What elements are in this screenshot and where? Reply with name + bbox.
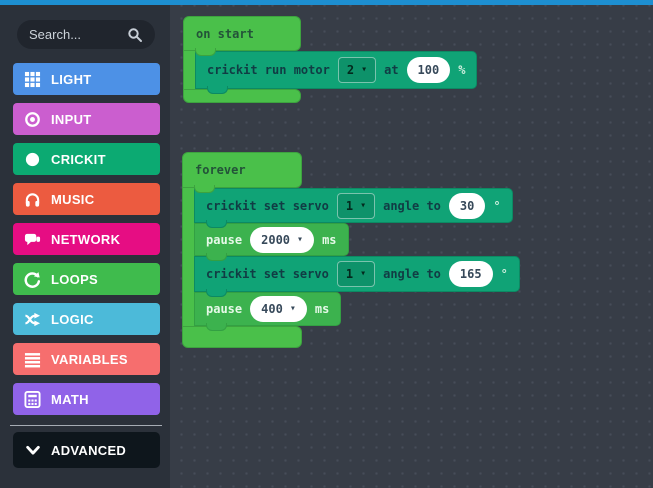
sidebar-item-label: NETWORK [51, 231, 121, 247]
on-start-spine [183, 49, 195, 90]
chevron-down-icon: ▾ [361, 64, 368, 75]
blocks-workspace[interactable]: on start crickit run motor 2 ▾ at 100 % … [170, 5, 653, 488]
dropdown-value: 1 [345, 198, 354, 213]
motor-number-dropdown[interactable]: 2 ▾ [337, 57, 377, 83]
pause-block[interactable]: pause 2000 ▾ ms [194, 223, 349, 261]
block-label: angle to [383, 198, 441, 213]
toolbox-sidebar: Search... LIGHT INPUT CRICKIT MUSIC NETW… [0, 5, 170, 488]
sidebar-item-advanced[interactable]: ADVANCED [13, 432, 160, 468]
search-input[interactable]: Search... [17, 20, 155, 49]
chevron-down-icon: ▾ [360, 268, 367, 279]
servo-angle-input[interactable]: 30 [448, 192, 486, 219]
block-label: crickit set servo [206, 267, 329, 281]
sidebar-item-label: INPUT [51, 111, 92, 127]
chevron-down-icon: ▾ [360, 199, 367, 211]
sidebar-item-label: LOGIC [51, 311, 94, 327]
shuffle-icon [23, 310, 41, 328]
unit-label: ° [500, 267, 508, 281]
calculator-icon [23, 390, 41, 408]
servo-number-dropdown[interactable]: 1 ▾ [336, 261, 376, 287]
sidebar-item-label: MATH [51, 391, 89, 407]
sidebar-item-label: MUSIC [51, 191, 95, 207]
sidebar-item-network[interactable]: NETWORK [13, 223, 160, 255]
sidebar-item-logic[interactable]: LOGIC [13, 303, 160, 335]
search-placeholder: Search... [29, 27, 82, 42]
servo-number-dropdown[interactable]: 1 ▾ [336, 192, 376, 219]
top-accent-bar [0, 0, 653, 5]
block-label: crickit run motor [207, 63, 330, 77]
dropdown-value: 1 [345, 267, 354, 281]
sidebar-item-label: LIGHT [51, 71, 92, 87]
servo-angle-input[interactable]: 165 [448, 261, 493, 287]
sidebar-item-loops[interactable]: LOOPS [13, 263, 160, 295]
loop-icon [23, 270, 41, 288]
sidebar-item-label: VARIABLES [51, 351, 128, 367]
pill-value: 100 [417, 63, 440, 77]
crickit-set-servo-block[interactable]: crickit set servo 1 ▾ angle to 30 ° [194, 188, 513, 228]
crickit-set-servo-block[interactable]: crickit set servo 1 ▾ angle to 165 ° [194, 256, 520, 297]
sidebar-item-variables[interactable]: VARIABLES [13, 343, 160, 375]
search-icon[interactable] [127, 27, 143, 43]
block-label: pause [206, 232, 243, 247]
dropdown-value: 2 [346, 63, 355, 77]
grid-icon [23, 70, 41, 88]
sidebar-item-music[interactable]: MUSIC [13, 183, 160, 215]
sidebar-item-input[interactable]: INPUT [13, 103, 160, 135]
motor-speed-input[interactable]: 100 [406, 57, 451, 83]
sidebar-item-label: ADVANCED [51, 442, 127, 458]
on-start-footer [183, 89, 301, 103]
block-label: forever [195, 163, 246, 177]
unit-label: ° [493, 198, 501, 213]
chevron-down-icon: ▾ [297, 233, 304, 245]
pause-block[interactable]: pause 400 ▾ ms [194, 292, 342, 331]
forever-spine [182, 186, 194, 326]
circle-icon [23, 150, 41, 168]
sidebar-item-crickit[interactable]: CRICKIT [13, 143, 160, 175]
unit-label: ms [322, 232, 337, 247]
on-start-block[interactable]: on start [183, 16, 301, 56]
block-label: pause [206, 302, 243, 316]
pause-duration-dropdown[interactable]: 2000 ▾ [250, 226, 315, 253]
chevron-down-icon: ▾ [289, 303, 296, 314]
unit-label: ms [314, 302, 330, 316]
crickit-run-motor-block[interactable]: crickit run motor 2 ▾ at 100 % [195, 51, 478, 94]
sidebar-item-math[interactable]: MATH [13, 383, 160, 415]
block-label: at [384, 63, 399, 77]
block-label: angle to [383, 267, 441, 281]
forever-footer [182, 326, 302, 348]
pill-value: 30 [459, 198, 475, 213]
sidebar-item-light[interactable]: LIGHT [13, 63, 160, 95]
sidebar-item-label: LOOPS [51, 271, 99, 287]
dropdown-value: 400 [261, 302, 283, 316]
pill-value: 165 [459, 267, 482, 281]
lines-icon [23, 350, 41, 368]
pause-duration-dropdown[interactable]: 400 ▾ [250, 296, 307, 322]
forever-block[interactable]: forever [182, 152, 302, 193]
headphones-icon [23, 190, 41, 208]
dropdown-value: 2000 [261, 232, 291, 247]
chat-icon [23, 230, 41, 248]
sidebar-item-label: CRICKIT [51, 151, 106, 167]
block-label: on start [196, 26, 254, 41]
unit-label: % [458, 63, 466, 77]
sidebar-divider [10, 425, 162, 426]
target-icon [23, 110, 41, 128]
block-label: crickit set servo [206, 198, 329, 213]
chevron-down-icon [25, 442, 41, 458]
